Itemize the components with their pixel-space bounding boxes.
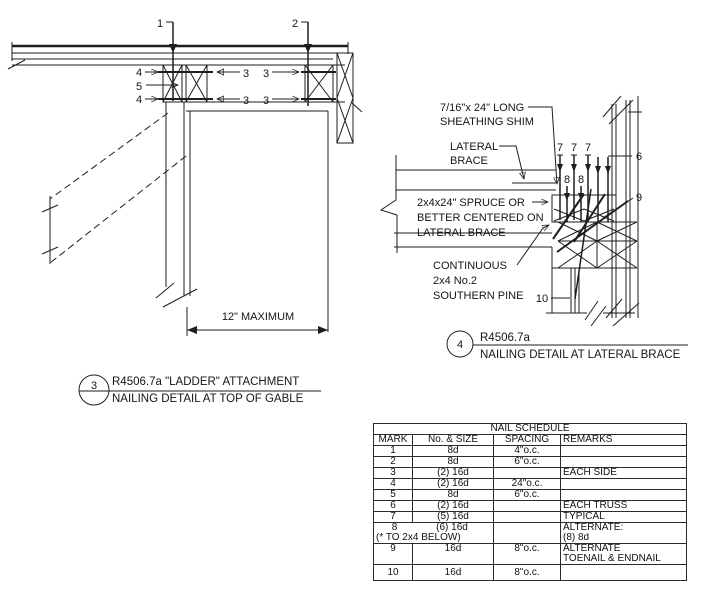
callout-6-label: 6 bbox=[636, 151, 642, 163]
detail-bubble-number: 4 bbox=[457, 339, 463, 351]
table-title-row: NAIL SCHEDULE bbox=[372, 423, 688, 435]
callout-7-label: 7 bbox=[557, 142, 563, 154]
nail-schedule-table: NAIL SCHEDULE MARK No. & SIZE SPACING RE… bbox=[372, 423, 688, 581]
shim-note: 7/16"x 24" LONG bbox=[440, 102, 524, 114]
shim-note: SHEATHING SHIM bbox=[440, 116, 534, 128]
callout-3-label: 3 bbox=[243, 95, 249, 107]
spruce-block-note: BETTER CENTERED ON bbox=[417, 212, 544, 224]
table-row: 8 (6) 16d ALTERNATE: bbox=[373, 522, 688, 533]
callout-9-label: 9 bbox=[636, 192, 642, 204]
right-detail-drawing: 7 7 7 8 8 6 9 bbox=[379, 95, 642, 327]
table-header-row: MARK No. & SIZE SPACING REMARKS bbox=[373, 434, 688, 446]
header-size: No. & SIZE bbox=[412, 434, 494, 446]
right-detail-caption: 4 R4506.7a NAILING DETAIL AT LATERAL BRA… bbox=[446, 330, 688, 361]
detail-subtitle: NAILING DETAIL AT TOP OF GABLE bbox=[112, 393, 304, 405]
table-row: (* TO 2x4 BELOW) (8) 8d bbox=[373, 533, 688, 544]
table-row: 7 (5) 16d TYPICAL bbox=[373, 511, 688, 523]
table-row: 1 8d 4"o.c. bbox=[373, 445, 688, 457]
spruce-block-note: 2x4x24" SPRUCE OR bbox=[417, 197, 525, 209]
detail-subtitle: NAILING DETAIL AT LATERAL BRACE bbox=[480, 349, 681, 361]
continuous-2x4-note: CONTINUOUS bbox=[433, 260, 507, 272]
table-row: 3 (2) 16d EACH SIDE bbox=[373, 467, 688, 479]
table-row: 9 16d 8"o.c. ALTERNATE TOENAIL & ENDNAIL bbox=[373, 543, 688, 565]
callout-7-label: 7 bbox=[571, 142, 577, 154]
callout-7-label: 7 bbox=[585, 142, 591, 154]
callout-4-label: 4 bbox=[136, 94, 142, 106]
spruce-block-note: LATERAL BRACE bbox=[417, 227, 506, 239]
detail-title: R4506.7a bbox=[480, 332, 530, 344]
continuous-2x4-note: SOUTHERN PINE bbox=[433, 290, 523, 302]
continuous-2x4-note: 2x4 No.2 bbox=[433, 275, 477, 287]
callout-3-label: 3 bbox=[263, 68, 269, 80]
lateral-brace-note: BRACE bbox=[450, 155, 488, 167]
callout-1-label: 1 bbox=[157, 18, 163, 30]
header-remarks: REMARKS bbox=[559, 434, 688, 446]
table-row: 4 (2) 16d 24"o.c. bbox=[373, 478, 688, 490]
dimension-label: 12" MAXIMUM bbox=[222, 311, 294, 323]
nails-mark-6 bbox=[595, 155, 632, 222]
detail-bubble-number: 3 bbox=[91, 380, 97, 392]
header-spacing: SPACING bbox=[493, 434, 561, 446]
callout-4-label: 4 bbox=[136, 67, 142, 79]
callout-3-label: 3 bbox=[243, 68, 249, 80]
left-detail-caption: 3 R4506.7a "LADDER" ATTACHMENT NAILING D… bbox=[78, 374, 321, 406]
detail-drawings: 12" MAXIMUM 1 2 4 5 4 3 3 3 3 3 R4506.7a… bbox=[7, 18, 688, 406]
lateral-brace-note: LATERAL bbox=[450, 141, 498, 153]
callout-8-label: 8 bbox=[564, 174, 570, 186]
table-row: 2 8d 6"o.c. bbox=[373, 456, 688, 468]
table-title: NAIL SCHEDULE bbox=[372, 423, 688, 435]
table-row: 10 16d 8"o.c. bbox=[373, 564, 688, 581]
callout-10-label: 10 bbox=[536, 293, 548, 305]
table-row: 6 (2) 16d EACH TRUSS bbox=[373, 500, 688, 512]
detail-title: R4506.7a "LADDER" ATTACHMENT bbox=[112, 376, 299, 388]
callout-3-label: 3 bbox=[263, 95, 269, 107]
table-row: 5 8d 6"o.c. bbox=[373, 489, 688, 501]
callout-5-label: 5 bbox=[136, 81, 142, 93]
header-mark: MARK bbox=[373, 434, 413, 446]
callout-8-label: 8 bbox=[578, 174, 584, 186]
callout-2-label: 2 bbox=[292, 18, 298, 30]
left-detail-drawing: 12" MAXIMUM 1 2 4 5 4 3 3 3 3 bbox=[7, 18, 363, 336]
